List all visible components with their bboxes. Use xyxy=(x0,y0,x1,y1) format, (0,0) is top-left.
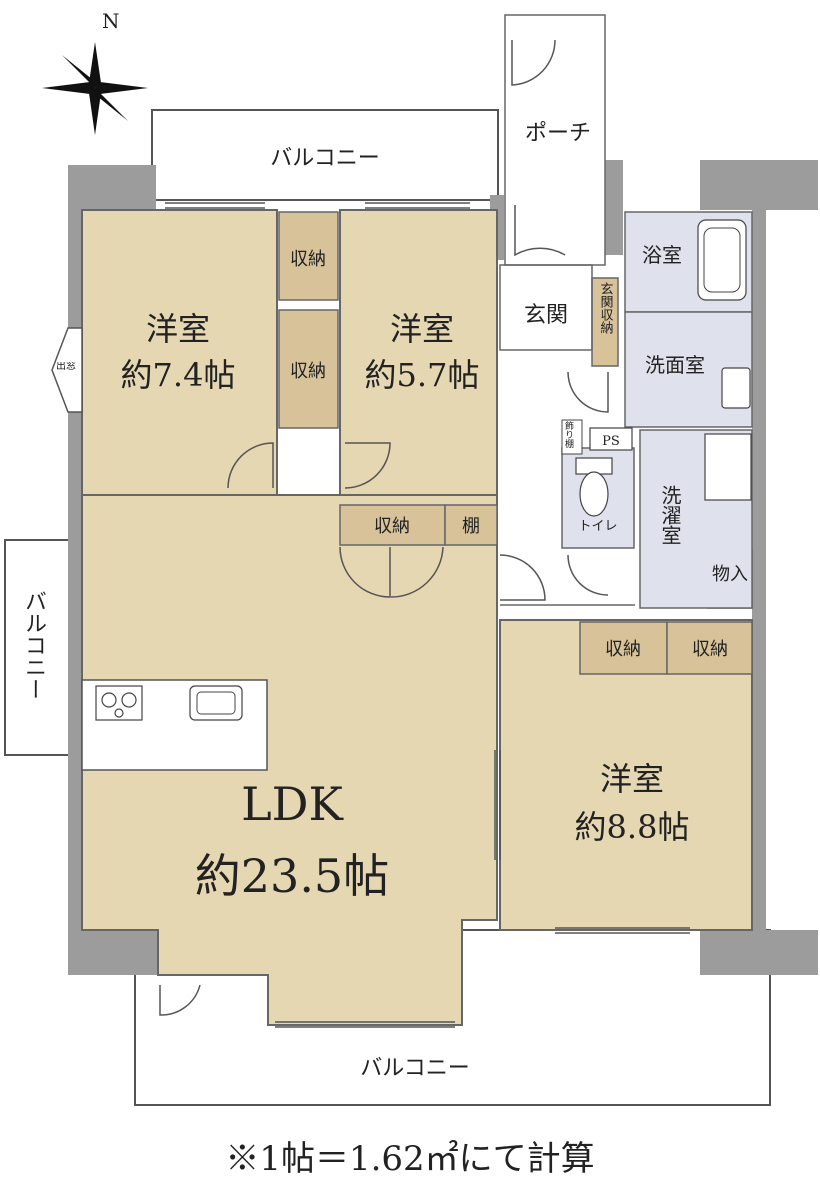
footnote: ※1帖＝1.62㎡にて計算 xyxy=(225,1139,594,1179)
west-room-size: 約7.4帖 xyxy=(121,356,236,394)
toilet-label: トイレ xyxy=(578,519,617,534)
east-room-size: 約8.8帖 xyxy=(575,808,690,846)
shelf-label: 棚 xyxy=(462,516,480,537)
center-room-name: 洋室 xyxy=(390,310,454,348)
bay-window xyxy=(51,327,83,413)
west-room-floor xyxy=(81,209,278,496)
east-room-name: 洋室 xyxy=(600,760,664,798)
balcony-west-label-wrap: バルコニー xyxy=(22,590,46,700)
kitchen-counter xyxy=(81,679,268,771)
decor-shelf-label: 飾り棚 xyxy=(563,421,573,448)
entrance-storage-label-wrap: 玄関収納 xyxy=(597,282,613,334)
ldk-name: LDK xyxy=(241,777,344,831)
balcony-bottom-label: バルコニー xyxy=(360,1056,470,1081)
balcony-top-area xyxy=(151,109,499,201)
closet-label: 物入 xyxy=(712,564,748,585)
balcony-west-label: バルコニー xyxy=(22,590,46,700)
center-room-size: 約5.7帖 xyxy=(365,356,480,394)
ps-box xyxy=(589,427,633,451)
laundry-label-wrap: 洗濯室 xyxy=(660,485,682,545)
porch-entrance xyxy=(499,14,635,606)
ldk-size: 約23.5帖 xyxy=(195,849,389,903)
bay-window-label: 出窓 xyxy=(56,362,76,372)
kitchen-sink-icon xyxy=(189,685,243,721)
bathtub-icon xyxy=(697,219,747,301)
wash-basin-icon xyxy=(721,367,751,409)
storage-label-4: 収納 xyxy=(605,639,641,660)
balcony-west-area xyxy=(4,539,74,756)
washroom-label: 洗面室 xyxy=(645,353,705,377)
laundry-label: 洗濯室 xyxy=(660,485,682,545)
toilet-icon xyxy=(575,457,613,517)
storage-label-2: 収納 xyxy=(290,361,326,382)
compass-rose-icon xyxy=(42,42,148,135)
west-room-name: 洋室 xyxy=(146,310,210,348)
storage-label-1: 収納 xyxy=(290,249,326,270)
ps-label: PS xyxy=(602,434,620,449)
balcony-top-label: バルコニー xyxy=(270,146,380,171)
decor-shelf-box xyxy=(561,419,583,455)
entrance-storage-label: 玄関収納 xyxy=(597,282,613,334)
compass-north-label: N xyxy=(102,9,120,33)
door-swings xyxy=(159,39,609,1016)
wet-areas xyxy=(561,211,753,609)
bay-window-label-wrap: 出窓 xyxy=(56,362,76,372)
storage-label-5: 収納 xyxy=(692,639,728,660)
windows xyxy=(165,202,690,1028)
porch-label: ポーチ xyxy=(525,121,591,146)
compass: N xyxy=(42,9,148,135)
cooktop-icon xyxy=(95,685,143,721)
washing-machine-icon xyxy=(704,433,752,501)
center-room-floor xyxy=(339,209,498,496)
decor-shelf-label-wrap: 飾り棚 xyxy=(563,421,573,448)
bath-label: 浴室 xyxy=(642,243,682,267)
entrance-label: 玄関 xyxy=(524,303,568,328)
storage-label-3: 収納 xyxy=(374,516,410,537)
